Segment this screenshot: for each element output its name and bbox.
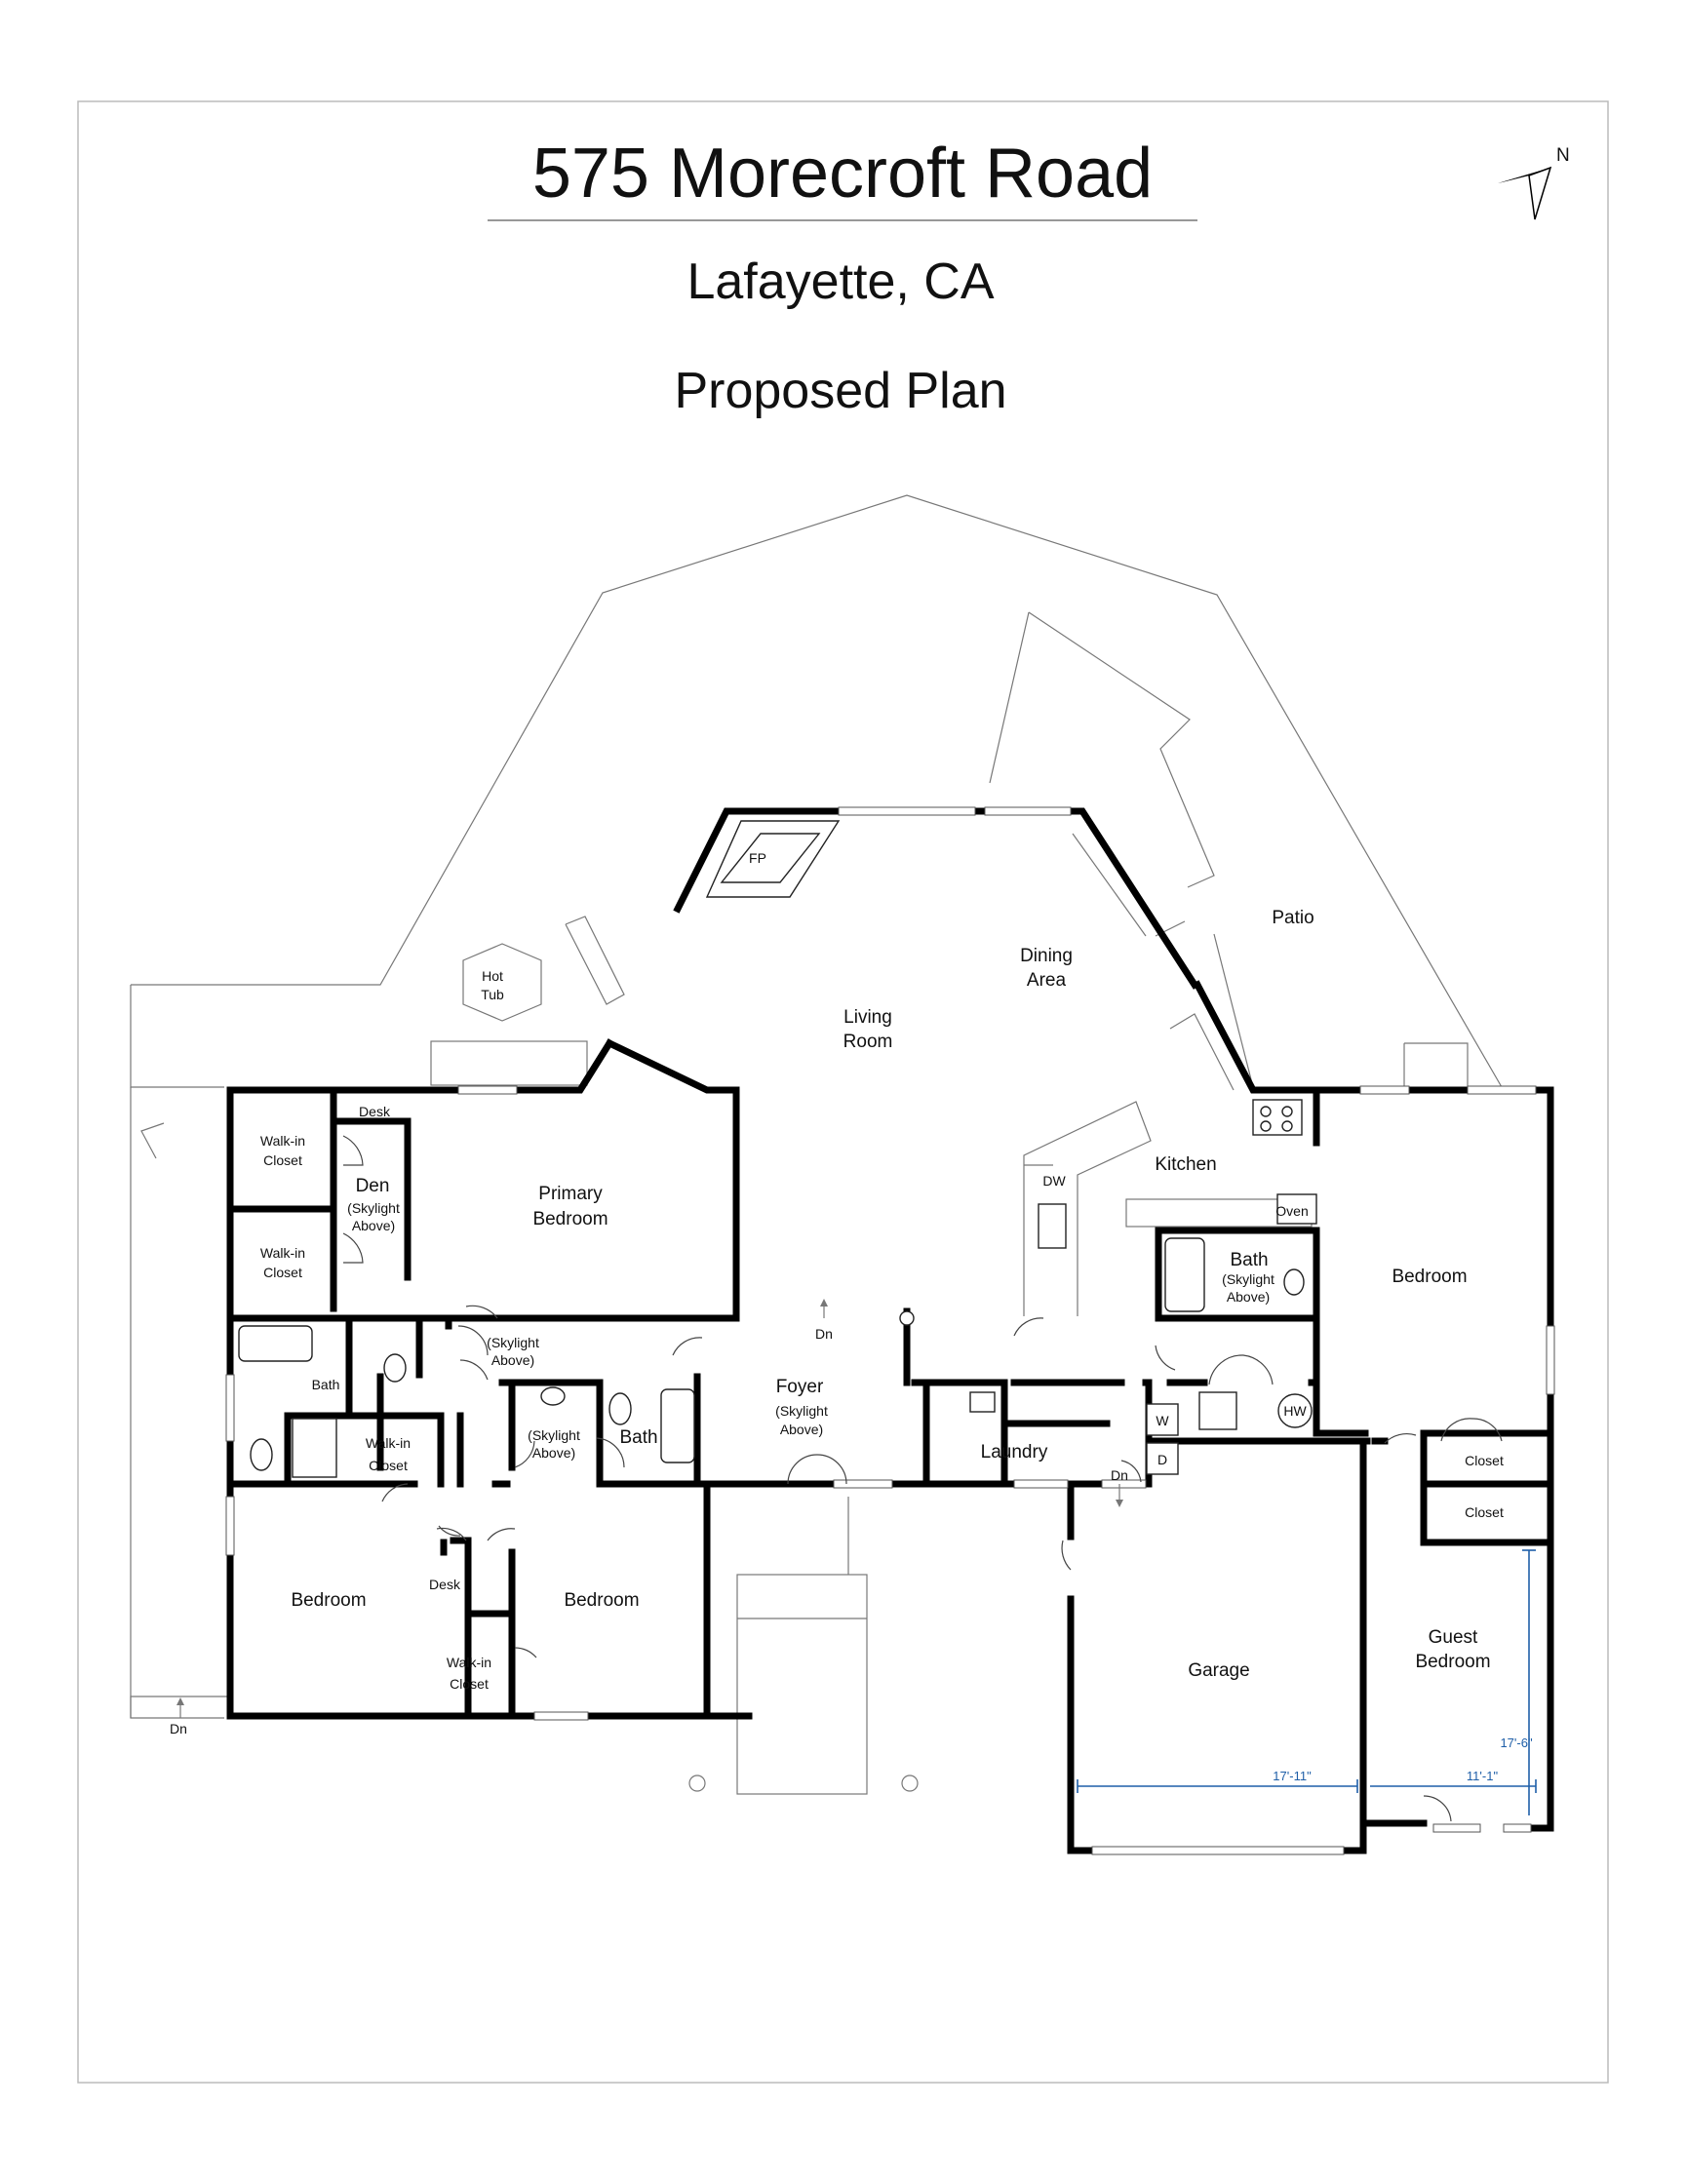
walkin-closet-3-label: Walk-in: [366, 1435, 411, 1451]
foyer-stairs-label: Dn: [815, 1326, 833, 1342]
living-room-label-2: Room: [843, 1032, 893, 1052]
kitchen-bath-skylight: (Skylight: [1222, 1271, 1274, 1287]
primary-bedroom-label-2: Bedroom: [532, 1209, 608, 1229]
walkin-closet-2-label: Walk-in: [260, 1245, 305, 1261]
east-bedroom-label: Bedroom: [1392, 1267, 1467, 1287]
bathtub: [238, 1325, 313, 1362]
stair-arrows: [176, 1299, 1123, 1718]
kitchen-bath-skylight-2: Above): [1227, 1289, 1270, 1305]
room-labels: Hot Tub Patio Dining Area Living Room Ki…: [170, 908, 1504, 1736]
garage-label: Garage: [1188, 1660, 1249, 1681]
plan-header: 575 Morecroft Road Lafayette, CA Propose…: [488, 135, 1197, 419]
water-heater-label: HW: [1283, 1403, 1307, 1419]
walkin-closet-4-label: Walk-in: [447, 1655, 491, 1670]
dishwasher-label: DW: [1042, 1173, 1066, 1189]
plan-subtitle: Proposed Plan: [674, 363, 1006, 419]
guest-bedroom-label-2: Bedroom: [1415, 1652, 1490, 1672]
hot-tub-label-2: Tub: [481, 987, 504, 1002]
site-outlines: [130, 494, 1503, 1795]
washer: [1146, 1403, 1179, 1436]
plan-city: Lafayette, CA: [686, 254, 994, 310]
bathtub: [1164, 1237, 1205, 1312]
guest-depth-dim: 17'-6": [1500, 1736, 1533, 1750]
windows: [225, 806, 1555, 1855]
hall-bath-skylight: (Skylight: [528, 1427, 580, 1443]
fixtures: [238, 1099, 1317, 1478]
living-room-label: Living: [843, 1007, 892, 1028]
primary-bath-label: Bath: [312, 1377, 340, 1392]
desk-label-bottom: Desk: [429, 1577, 461, 1592]
hot-tub-label: Hot: [482, 968, 503, 984]
closet-2-label: Closet: [1465, 1504, 1504, 1520]
garage-width-dim: 17'-11": [1273, 1769, 1312, 1783]
kitchen-sink: [1038, 1203, 1067, 1249]
plan-title: 575 Morecroft Road: [532, 135, 1153, 213]
laundry-sink: [969, 1391, 996, 1413]
foyer-skylight: (Skylight: [775, 1403, 828, 1419]
dining-label: Dining: [1020, 946, 1073, 966]
southwest-bedroom-label: Bedroom: [291, 1590, 366, 1611]
sink: [1283, 1268, 1305, 1296]
hall-bath-label: Bath: [619, 1427, 657, 1448]
west-stairs-label: Dn: [170, 1721, 187, 1736]
den-skylight-2: Above): [352, 1218, 395, 1233]
guest-bedroom-label: Guest: [1429, 1627, 1478, 1648]
north-arrow-icon: N: [1498, 145, 1570, 220]
hall-bath-skylight-2: Above): [532, 1445, 575, 1461]
laundry-label: Laundry: [981, 1442, 1048, 1462]
compass-label: N: [1556, 145, 1570, 166]
guest-width-dim: 11'-1": [1467, 1769, 1499, 1783]
walkin-closet-3-label-2: Closet: [369, 1458, 408, 1473]
fireplace: FP: [705, 820, 841, 898]
walls: [226, 807, 1554, 1854]
dryer: [1146, 1442, 1179, 1475]
walkin-closet-1-label: Walk-in: [260, 1133, 305, 1149]
sink: [540, 1386, 566, 1406]
sheet-border: [77, 100, 1609, 2084]
dryer-label: D: [1157, 1452, 1167, 1467]
kitchen-label: Kitchen: [1155, 1154, 1216, 1175]
foyer-label: Foyer: [776, 1377, 824, 1397]
fireplace-label: FP: [749, 850, 766, 866]
dining-label-2: Area: [1027, 970, 1067, 991]
washer-label: W: [1156, 1413, 1169, 1428]
toilet: [250, 1438, 273, 1471]
bathtub: [660, 1388, 695, 1463]
den-skylight: (Skylight: [347, 1200, 400, 1216]
shower: [292, 1418, 337, 1478]
walkin-closet-2-label-2: Closet: [263, 1265, 302, 1280]
walkin-closet-4-label-2: Closet: [450, 1676, 489, 1692]
laundry-stairs-label: Dn: [1111, 1467, 1128, 1483]
dimension-lines: 17'-11" 11'-1" 17'-6": [1077, 1549, 1537, 1815]
sink: [383, 1353, 407, 1383]
oven-label: Oven: [1275, 1203, 1308, 1219]
patio-label: Patio: [1272, 908, 1314, 928]
closet-1-label: Closet: [1465, 1453, 1504, 1468]
den-label: Den: [356, 1176, 390, 1196]
doors: [342, 1135, 1503, 1822]
hall-skylight-2: Above): [491, 1352, 534, 1368]
water-heater: [1277, 1393, 1313, 1428]
toilet: [608, 1392, 632, 1425]
kitchen-bath-label: Bath: [1230, 1250, 1268, 1270]
primary-bedroom-label: Primary: [538, 1184, 603, 1204]
foyer-skylight-2: Above): [780, 1422, 823, 1437]
walkin-closet-1-label-2: Closet: [263, 1152, 302, 1168]
stove: [1252, 1099, 1303, 1136]
desk-label-top: Desk: [359, 1104, 391, 1119]
hall-skylight: (Skylight: [487, 1335, 539, 1350]
south-bedroom-label: Bedroom: [564, 1590, 639, 1611]
